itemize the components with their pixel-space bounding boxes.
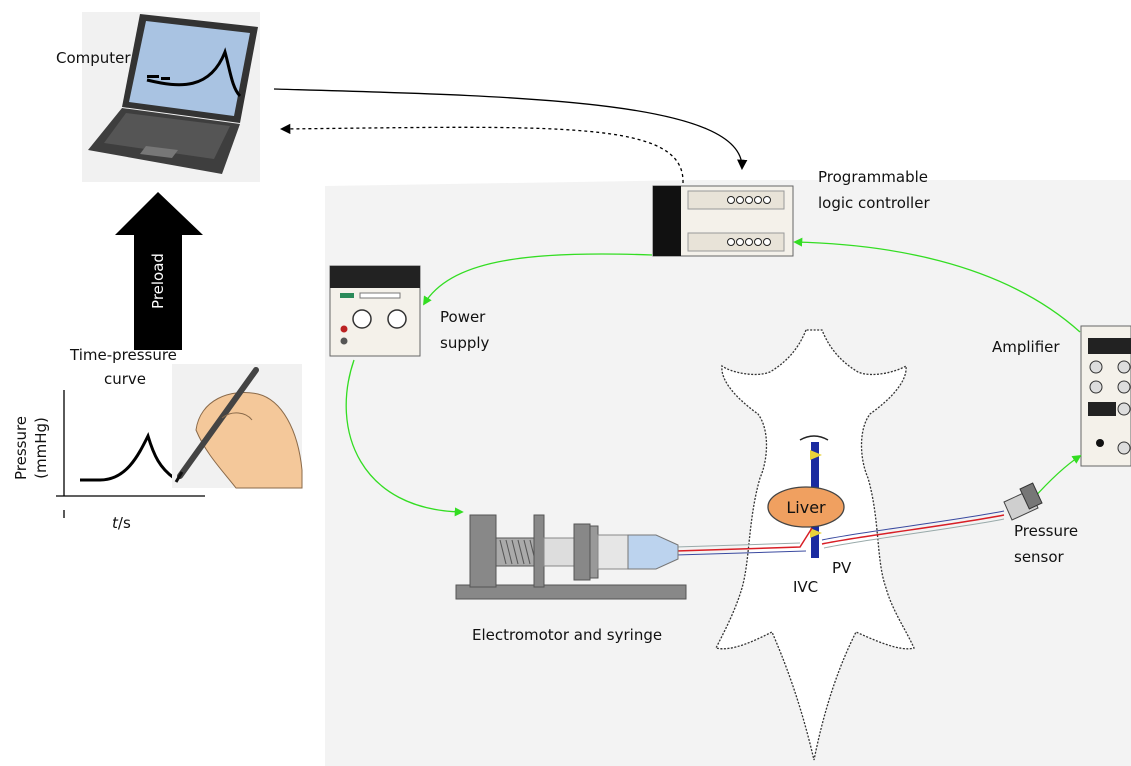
plc-device-icon (652, 185, 794, 257)
electromotor-syringe-icon (455, 514, 687, 600)
power-label-line1: Power (440, 308, 486, 326)
liver-label: Liver (786, 498, 826, 517)
amplifier-icon (1080, 325, 1131, 467)
preload-arrow-icon (115, 192, 203, 350)
amplifier-label: Amplifier (992, 338, 1060, 356)
power-supply-icon (329, 265, 421, 357)
plc-label-line1: Programmable (818, 168, 928, 186)
y-axis-label: Pressure (mmHg) (12, 416, 50, 480)
pressure-sensor-icon (1003, 482, 1043, 521)
sensor-catheter-line (821, 514, 1005, 545)
x-axis-label: t/s (112, 514, 131, 532)
curve-title-line2: curve (104, 370, 146, 388)
y-axis-label-line1: Pressure (12, 416, 30, 480)
curve-title-line1: Time-pressure (69, 346, 177, 364)
computer-to-plc-arrow (273, 88, 748, 171)
plc-label-line2: logic controller (818, 194, 930, 212)
pv-label: PV (832, 559, 852, 577)
power-label-line2: supply (440, 334, 490, 352)
motor-label: Electromotor and syringe (472, 626, 662, 644)
pressure-label-line1: Pressure (1014, 522, 1078, 540)
computer-label: Computer (56, 49, 131, 67)
plc-to-power-arrow (423, 253, 653, 306)
laptop-icon (82, 12, 260, 182)
pressure-label-line2: sensor (1014, 548, 1065, 566)
plc-to-computer-arrow (279, 123, 684, 184)
liver-shape (767, 486, 845, 528)
hand-with-pen-icon (172, 364, 303, 489)
curve-plot (56, 390, 205, 518)
y-axis-label-line2: (mmHg) (32, 417, 50, 479)
syringe-catheter-line (675, 527, 813, 552)
preload-label: Preload (149, 253, 167, 309)
power-to-motor-arrow (345, 359, 464, 517)
experiment-background (325, 180, 1131, 766)
amplifier-to-plc-arrow (793, 237, 1081, 333)
pressure-curve-line (80, 431, 175, 482)
ivc-label: IVC (793, 578, 818, 596)
